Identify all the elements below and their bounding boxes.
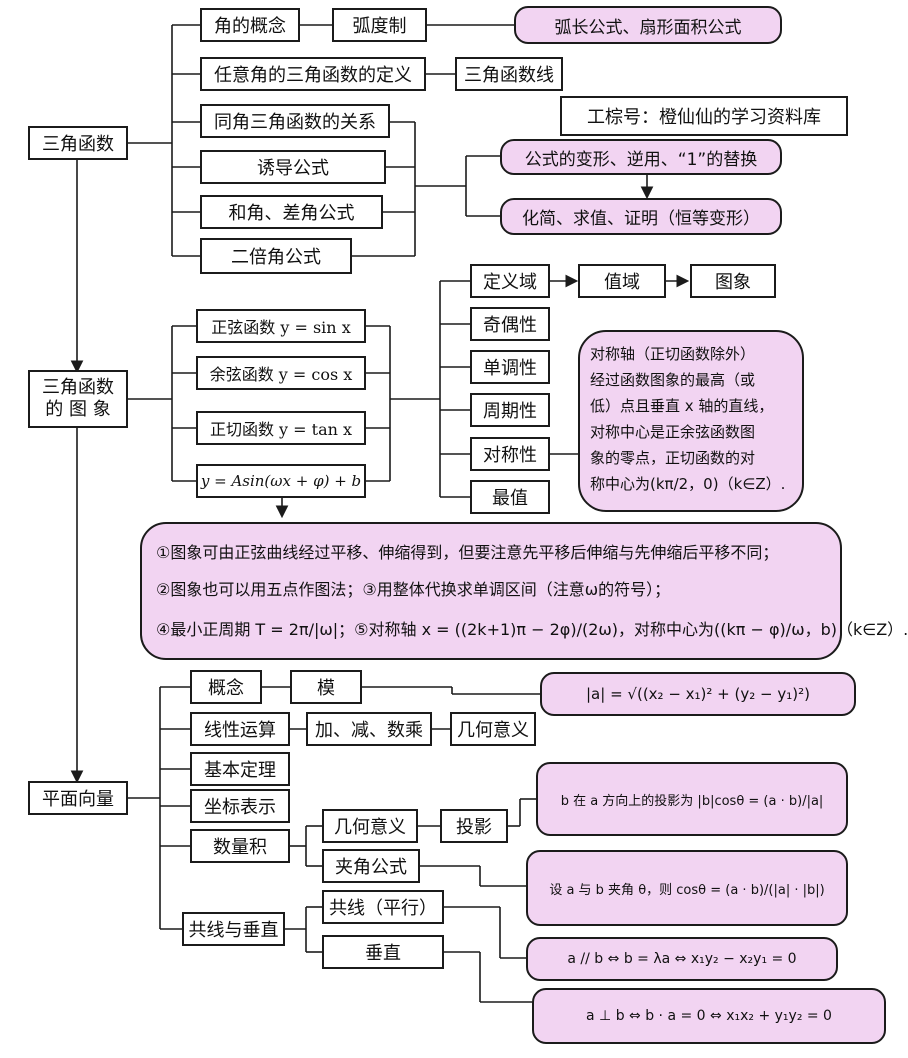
- ops-geo-meaning-node[interactable]: 几何意义: [450, 712, 536, 746]
- basic-theorem-node[interactable]: 基本定理: [190, 752, 290, 786]
- modulus-node[interactable]: 模: [290, 670, 362, 704]
- general-sine-node[interactable]: y = Asin(ωx + φ) + b: [196, 464, 366, 498]
- coordinate-node[interactable]: 坐标表示: [190, 789, 290, 823]
- domain-node[interactable]: 定义域: [470, 264, 550, 298]
- symmetry-note-line: 对称中心是正余弦函数图: [590, 423, 756, 441]
- cos-function-node[interactable]: 余弦函数 y = cos x: [196, 356, 366, 390]
- double-angle-node[interactable]: 二倍角公式: [200, 238, 352, 274]
- collinear-node[interactable]: 共线（平行）: [322, 890, 444, 924]
- graph-notes-panel: ①图象可由正弦曲线经过平移、伸缩得到，但要注意先平移后伸缩与先伸缩后平移不同； …: [140, 522, 908, 660]
- arc-formula-node[interactable]: 弧长公式、扇形面积公式: [514, 6, 782, 44]
- linear-operation-node[interactable]: 线性运算: [190, 712, 290, 746]
- dot-product-node[interactable]: 数量积: [190, 829, 290, 863]
- angle-formula-node[interactable]: 夹角公式: [322, 849, 420, 883]
- trig-root-node[interactable]: 三角函数: [28, 126, 128, 160]
- trig-definition-node[interactable]: 任意角的三角函数的定义: [200, 57, 426, 91]
- parallel-formula-node[interactable]: a // b ⇔ b = λa ⇔ x₁y₂ − x₂y₁ = 0: [526, 937, 838, 981]
- graph-note-line-2: ②图象也可以用五点作图法；③用整体代换求单调区间（注意ω的符号）；: [156, 579, 671, 599]
- graph-root-line2: 的 图 象: [45, 399, 111, 420]
- angle-concept-node[interactable]: 角的概念: [200, 8, 300, 42]
- angle-formula-detail[interactable]: 设 a 与 b 夹角 θ，则 cosθ = (a · b)/(|a| · |b|…: [526, 850, 848, 926]
- graph-root-line1: 三角函数: [42, 377, 114, 398]
- radian-node[interactable]: 弧度制: [332, 8, 427, 42]
- dot-geo-meaning-node[interactable]: 几何意义: [322, 809, 418, 843]
- perpendicular-node[interactable]: 垂直: [322, 935, 444, 969]
- simplify-prove-node[interactable]: 化简、求值、证明（恒等变形）: [500, 198, 782, 235]
- projection-node[interactable]: 投影: [440, 809, 508, 843]
- watermark-label: 工棕号：橙仙仙的学习资料库: [560, 96, 848, 136]
- graph-root-node[interactable]: 三角函数 的 图 象: [28, 370, 128, 428]
- image-node[interactable]: 图象: [690, 264, 776, 298]
- same-angle-relation-node[interactable]: 同角三角函数的关系: [200, 104, 390, 138]
- symmetry-node[interactable]: 对称性: [470, 437, 550, 471]
- perp-formula-node[interactable]: a ⊥ b ⇔ b · a = 0 ⇔ x₁x₂ + y₁y₂ = 0: [532, 988, 886, 1044]
- graph-note-line-1: ①图象可由正弦曲线经过平移、伸缩得到，但要注意先平移后伸缩与先伸缩后平移不同；: [156, 542, 779, 562]
- symmetry-note: 对称轴（正切函数除外） 经过函数图象的最高（或 低）点且垂直 x 轴的直线， 对…: [578, 330, 804, 512]
- symmetry-note-line: 低）点且垂直 x 轴的直线，: [590, 397, 774, 415]
- monotonic-node[interactable]: 单调性: [470, 350, 550, 384]
- vector-concept-node[interactable]: 概念: [190, 670, 262, 704]
- induced-formula-node[interactable]: 诱导公式: [200, 150, 386, 184]
- trig-line-node[interactable]: 三角函数线: [455, 57, 563, 91]
- extreme-node[interactable]: 最值: [470, 480, 550, 514]
- symmetry-note-line: 经过函数图象的最高（或: [590, 371, 756, 389]
- parity-node[interactable]: 奇偶性: [470, 307, 550, 341]
- vector-root-node[interactable]: 平面向量: [28, 781, 128, 815]
- collinear-perp-node[interactable]: 共线与垂直: [182, 912, 285, 946]
- sin-function-node[interactable]: 正弦函数 y = sin x: [196, 309, 366, 343]
- symmetry-note-line: 称中心为(kπ/2，0)（k∈Z）.: [590, 475, 786, 493]
- symmetry-note-line: 对称轴（正切函数除外）: [590, 345, 756, 363]
- graph-note-line-3: ④最小正周期 T = 2π/|ω|；⑤对称轴 x = ((2k+1)π − 2φ…: [156, 620, 908, 639]
- sum-diff-formula-node[interactable]: 和角、差角公式: [200, 195, 383, 229]
- range-node[interactable]: 值域: [578, 264, 666, 298]
- period-node[interactable]: 周期性: [470, 393, 550, 427]
- symmetry-note-line: 象的零点，正切函数的对: [590, 449, 756, 467]
- projection-formula-node[interactable]: b 在 a 方向上的投影为 |b|cosθ = (a · b)/|a|: [536, 762, 848, 836]
- formula-transform-node[interactable]: 公式的变形、逆用、“1”的替换: [500, 139, 782, 175]
- modulus-formula-node[interactable]: |a| = √((x₂ − x₁)² + (y₂ − y₁)²): [540, 672, 856, 716]
- tan-function-node[interactable]: 正切函数 y = tan x: [196, 411, 366, 445]
- connector-lines: [70, 24, 690, 1003]
- vector-ops-node[interactable]: 加、减、数乘: [306, 712, 432, 746]
